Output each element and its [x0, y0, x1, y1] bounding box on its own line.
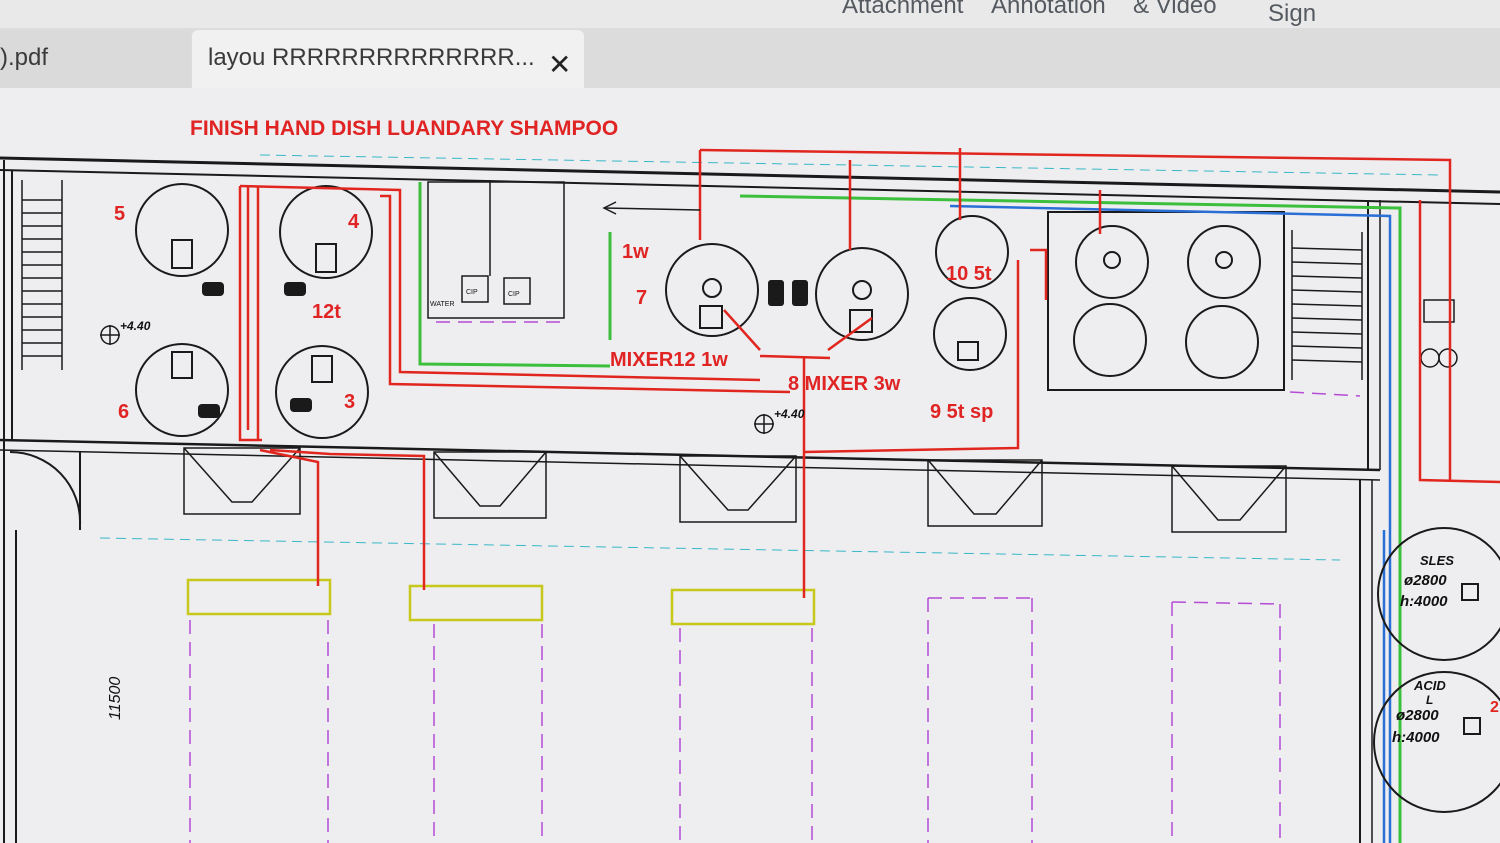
tank-label-6: 6 — [118, 401, 129, 423]
elevation-label-2: +4.40 — [774, 407, 805, 421]
menu-sign[interactable]: Sign — [1268, 0, 1317, 27]
side-mark: 2 — [1490, 699, 1499, 716]
acid-diameter: ø2800 — [1396, 707, 1439, 724]
tank-label-1w: 1w — [622, 241, 649, 263]
mixer-pumps — [768, 280, 808, 306]
door — [9, 450, 82, 530]
building-walls — [0, 156, 1500, 843]
tank-label-5: 5 — [114, 203, 125, 225]
menu-annotation[interactable]: Annotation — [991, 0, 1106, 19]
mixer-tanks — [665, 243, 909, 341]
cip-label-2: CIP — [508, 291, 520, 298]
tank-label-3: 3 — [344, 391, 355, 413]
tab-previous-pdf[interactable]: ).pdf — [0, 30, 190, 88]
mixer8-label: 8 MIXER 3w — [788, 373, 901, 395]
drawing-title: FINISH HAND DISH LUANDARY SHAMPOO — [190, 117, 618, 140]
tank-label-7: 7 — [636, 287, 647, 309]
cip-room — [427, 180, 565, 319]
tanks-left-cluster — [135, 183, 373, 439]
sles-diameter: ø2800 — [1404, 572, 1447, 589]
red-pipes — [238, 148, 1500, 598]
acid-height: h:4000 — [1392, 729, 1440, 746]
top-menu-bar: Attachment Annotation & Video Sign — [0, 0, 1500, 30]
acid-line2: L — [1426, 693, 1433, 707]
tank-label-10: 10 5t — [946, 263, 992, 285]
dimension-label: 11500 — [107, 677, 124, 720]
sles-height: h:4000 — [1400, 593, 1448, 610]
tab-previous-label: ).pdf — [0, 44, 49, 71]
tab-active-layout[interactable]: layou RRRRRRRRRRRRRR... — [192, 30, 584, 88]
tank-label-12t: 12t — [312, 301, 341, 323]
tank-label-9: 9 5t sp — [930, 401, 993, 423]
tab-active-label: layou RRRRRRRRRRRRRR... — [208, 44, 535, 71]
sles-name: SLES — [1420, 553, 1454, 568]
filling-boxes — [186, 578, 816, 626]
menu-video[interactable]: & Video — [1133, 0, 1217, 19]
blue-pipes — [949, 204, 1392, 843]
tab-close-icon[interactable]: ✕ — [548, 48, 572, 81]
hoppers — [183, 447, 1287, 533]
pumps-left — [198, 282, 312, 418]
mixer12-label: MIXER12 1w — [610, 349, 728, 371]
elevation-label-1: +4.40 — [120, 319, 151, 333]
flow-arrow — [602, 201, 701, 215]
elevation-markers — [100, 325, 774, 434]
cip-label-1: CIP — [466, 289, 478, 296]
storage-tanks — [1373, 527, 1500, 813]
stairs-right — [1291, 230, 1363, 380]
tank-label-4: 4 — [348, 211, 360, 233]
green-pipes — [418, 182, 1402, 843]
tanks-10-9 — [933, 215, 1009, 371]
dashed-areas — [189, 321, 1361, 843]
stairs-left — [21, 180, 63, 370]
tanks-right-cluster — [1047, 211, 1285, 391]
water-label: WATER — [430, 301, 455, 308]
menu-attachment[interactable]: Attachment — [842, 0, 964, 19]
acid-name: ACID — [1413, 678, 1446, 693]
cyan-lines — [99, 154, 1441, 561]
right-equipment — [1420, 299, 1458, 368]
